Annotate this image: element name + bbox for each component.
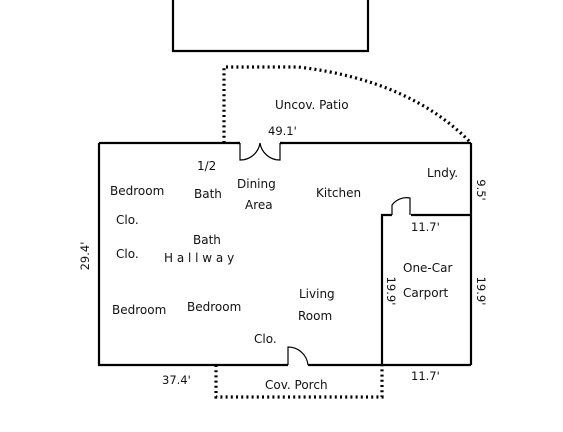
uncov-patio-label: Uncov. Patio [275,98,349,112]
carport-depth-inner-dimension: 19.9' [384,277,398,306]
upper-structure-outline [171,0,370,53]
patio-outline [222,65,473,145]
half-bath-label-line1: 1/2 [197,159,216,173]
patio-double-door[interactable] [237,141,283,161]
carport-label-line1: One-Car [403,261,452,275]
closet-2-label: Clo. [116,247,139,261]
carport-label-line2: Carport [403,286,449,300]
living-room-label-line2: Room [298,309,332,323]
half-bath-label-line2: Bath [194,187,222,201]
carport-depth-outer-dimension: 19.9' [474,277,488,306]
patio-width-dimension: 49.1' [268,124,297,138]
house-width-dimension: 37.4' [162,373,191,387]
laundry-depth-dimension: 9.5' [474,179,488,200]
living-room-label-line1: Living [299,287,335,301]
hallway-label: H a l l w a y [164,251,234,265]
dining-label-line2: Area [245,198,273,212]
kitchen-label: Kitchen [316,186,361,200]
bedroom-upper-label: Bedroom [110,184,164,198]
dining-label-line1: Dining [237,177,276,191]
house-walls [97,141,473,367]
laundry-label: Lndy. [427,166,458,180]
closet-3-label: Clo. [254,332,277,346]
laundry-door[interactable] [391,197,411,215]
front-door[interactable] [287,346,309,366]
porch-outline [214,365,384,399]
cov-porch-label: Cov. Porch [265,378,328,392]
house-depth-dimension: 29.4' [78,242,92,271]
carport-width-dimension: 11.7' [411,369,440,383]
laundry-width-dimension: 11.7' [411,220,440,234]
closet-1-label: Clo. [116,213,139,227]
bedroom-lower-mid-label: Bedroom [187,300,241,314]
bedroom-lower-left-label: Bedroom [112,303,166,317]
bath-label: Bath [193,233,221,247]
